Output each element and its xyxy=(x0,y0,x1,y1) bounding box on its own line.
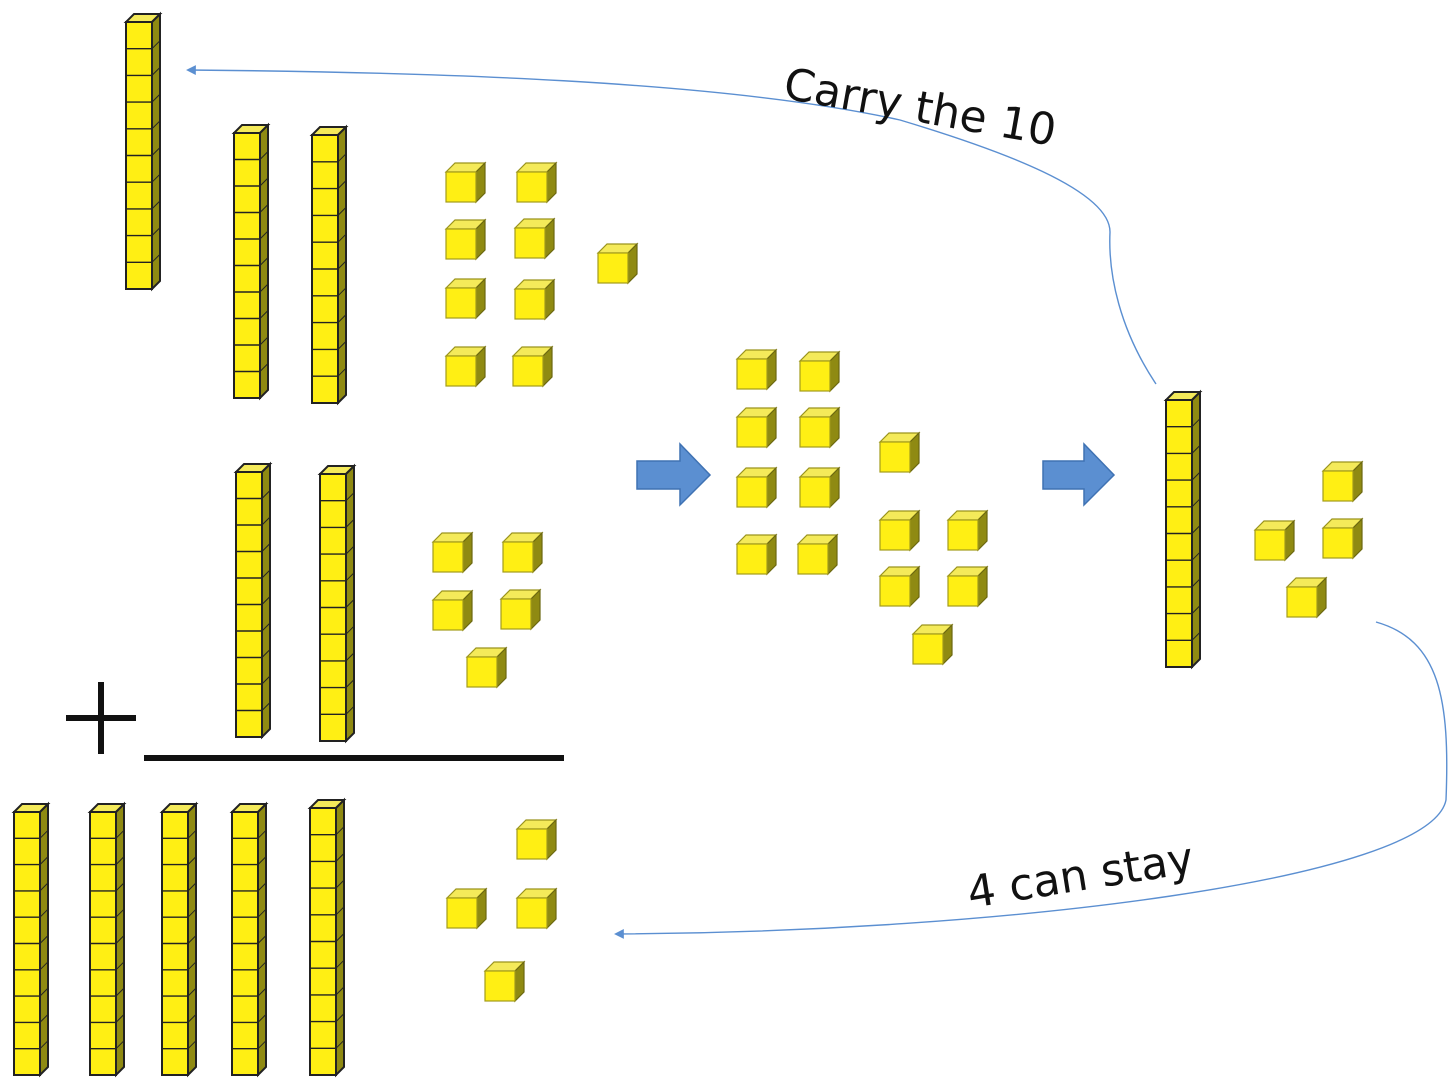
combined-one-cube-left xyxy=(796,533,839,576)
combined-one-cube-left xyxy=(798,406,841,449)
first-addend-one-cube xyxy=(444,218,487,261)
regrouped-one-cube xyxy=(1321,460,1364,503)
combined-one-cube-right xyxy=(878,565,921,608)
sum-ten-rod xyxy=(11,801,51,1078)
first-addend-ten-rod xyxy=(309,124,349,406)
combined-one-cube-right xyxy=(878,509,921,552)
regrouped-one-cube xyxy=(1321,517,1364,560)
combined-one-cube-left xyxy=(798,350,841,393)
sum-one-cube xyxy=(515,887,558,930)
sum-one-cube xyxy=(483,960,526,1003)
combined-one-cube-left xyxy=(798,466,841,509)
carried-ten-rod xyxy=(123,11,163,292)
plus-sign xyxy=(66,682,136,754)
second-addend-one-cube xyxy=(501,531,544,574)
first-addend-one-cube xyxy=(444,161,487,204)
second-addend-ten-rod xyxy=(233,461,273,740)
stay-label: 4 can stay xyxy=(964,833,1197,919)
sum-one-cube xyxy=(515,818,558,861)
second-addend-ten-rod xyxy=(317,463,357,744)
sum-ten-rod xyxy=(159,801,199,1078)
first-addend-one-cube xyxy=(513,217,556,260)
right-arrow-icon xyxy=(636,442,712,507)
sum-ten-rod xyxy=(229,801,269,1078)
regrouped-ten-rod xyxy=(1163,389,1203,670)
combined-one-cube-right xyxy=(946,509,989,552)
first-addend-one-cube xyxy=(515,161,558,204)
first-addend-ten-rod xyxy=(231,122,271,401)
second-addend-one-cube xyxy=(465,646,508,689)
second-addend-one-cube xyxy=(431,589,474,632)
second-addend-one-cube xyxy=(431,531,474,574)
first-addend-one-cube xyxy=(444,345,487,388)
combined-one-cube-left xyxy=(735,466,778,509)
sum-ten-rod xyxy=(307,797,347,1078)
extra-one-cube xyxy=(596,242,639,285)
second-addend-one-cube xyxy=(499,588,542,631)
first-addend-one-cube xyxy=(444,277,487,320)
regrouped-one-cube xyxy=(1285,576,1328,619)
sum-ten-rod xyxy=(87,801,127,1078)
stay-curved-arrow xyxy=(614,621,1448,939)
first-addend-one-cube xyxy=(511,345,554,388)
combined-one-cube-right xyxy=(911,623,954,666)
combined-one-cube-left xyxy=(735,348,778,391)
combined-one-cube-right xyxy=(878,431,921,474)
first-addend-one-cube xyxy=(513,278,556,321)
combined-one-cube-left xyxy=(735,406,778,449)
rods-layer xyxy=(11,11,1203,1078)
right-arrow-icon xyxy=(1042,442,1116,507)
cubes-layer xyxy=(431,161,1364,1003)
combined-one-cube-right xyxy=(946,565,989,608)
sum-one-cube xyxy=(445,887,488,930)
carry-label: Carry the 10 xyxy=(780,59,1060,157)
regrouped-one-cube xyxy=(1253,519,1296,562)
carry-curved-arrow xyxy=(186,65,1157,385)
combined-one-cube-left xyxy=(735,533,778,576)
